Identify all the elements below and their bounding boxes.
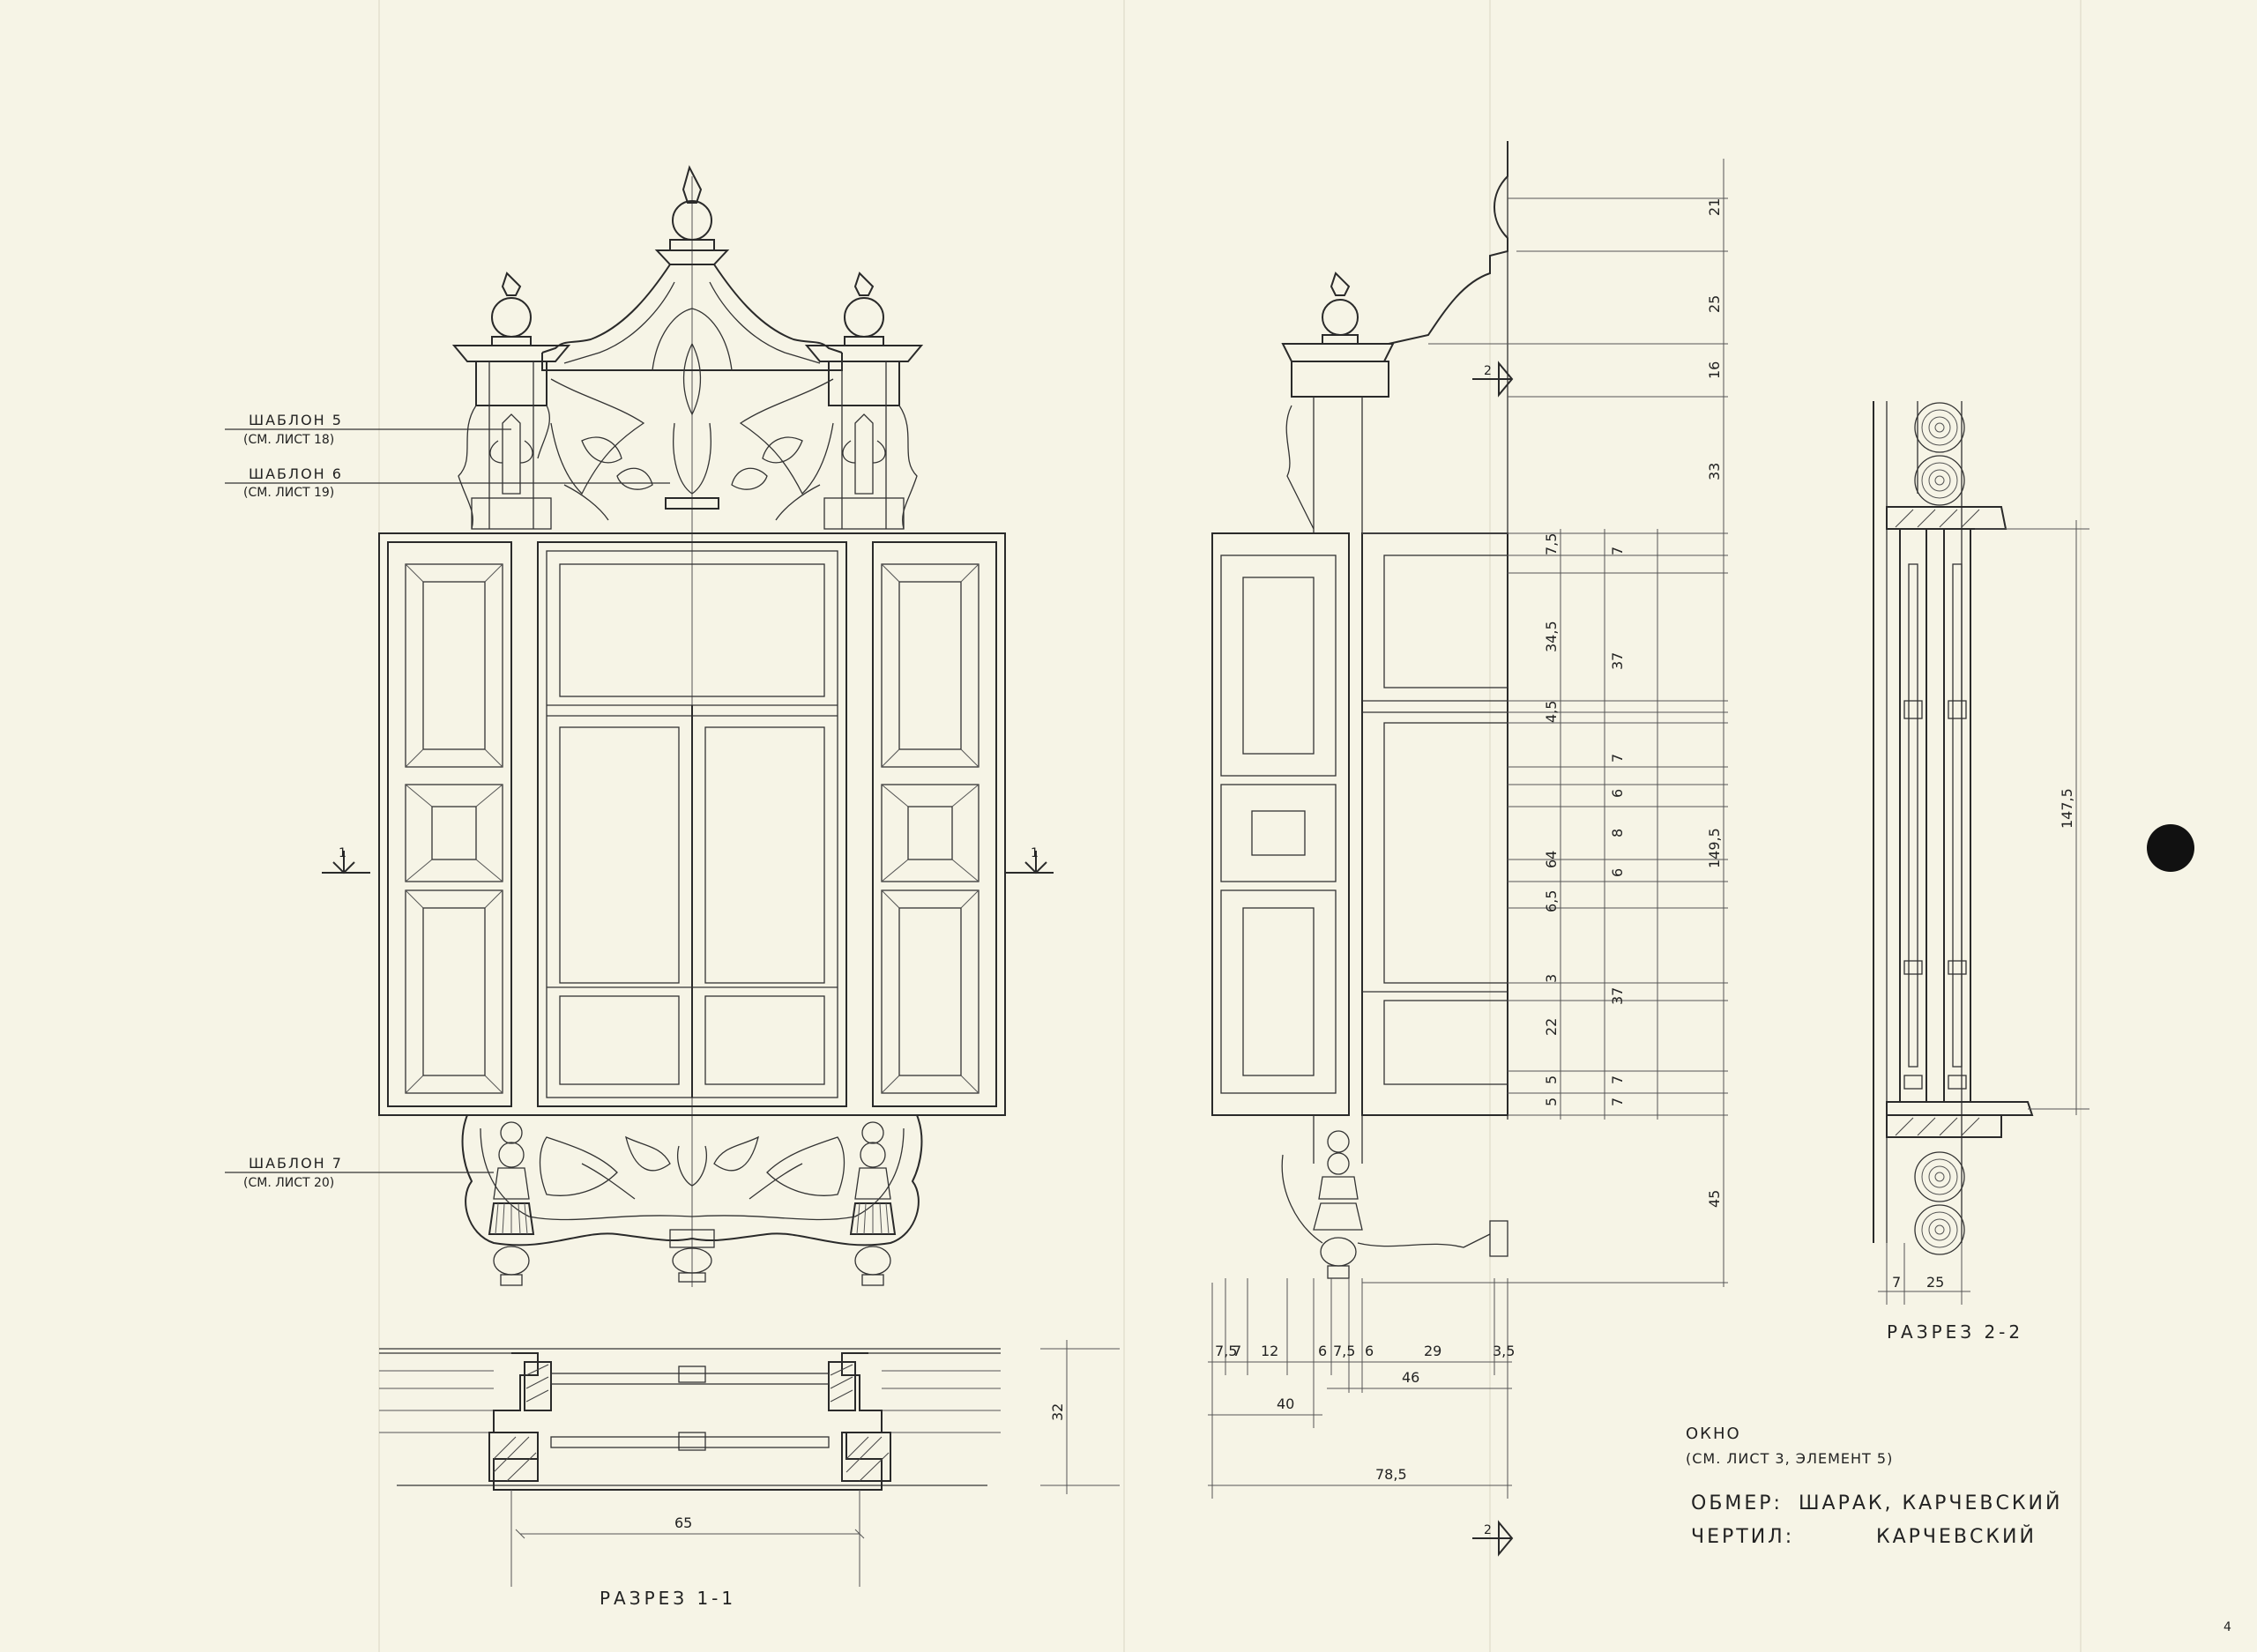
window-sash [537, 541, 847, 1107]
bottom-dim-1: 7,5 [1215, 1343, 1237, 1359]
front-elevation [225, 165, 1054, 1287]
binder-hole [2147, 824, 2194, 872]
template-6-title: ШАБЛОН 6 [249, 465, 343, 482]
inner-dims-b-label: 6 [1609, 868, 1626, 877]
inner-dims-b-label: 37 [1609, 987, 1626, 1005]
right-shutter [872, 541, 997, 1107]
drawn-name: КАРЧЕВСКИЙ [1876, 1525, 2037, 1548]
template-7-ref: (СМ. ЛИСТ 20) [243, 1176, 334, 1190]
bottom-dim-2: 7 [1233, 1343, 1241, 1359]
corner-mark: 4 [2223, 1620, 2231, 1634]
section-mark-side-top: 2 [1484, 364, 1492, 378]
title-block-ref: (СМ. ЛИСТ 3, ЭЛЕМЕНТ 5) [1686, 1450, 1893, 1467]
outer-dims-label: 149,5 [1706, 828, 1723, 868]
section22-b-dim: 25 [1926, 1274, 1944, 1291]
inner-dims-b-label: 8 [1609, 829, 1626, 837]
section-mark-side-bottom: 2 [1484, 1523, 1492, 1537]
bottom-dim-5: 7,5 [1333, 1343, 1355, 1359]
outer-dims-label: 45 [1706, 1190, 1723, 1208]
left-shutter [387, 541, 512, 1107]
inner-dim-labels-a: 7,5 34,5 4,5 64 6,5 3 22 5 5 [1543, 533, 1560, 1106]
inner-dims-b-label: 7 [1609, 1098, 1626, 1106]
outer-dims-label: 33 [1706, 463, 1723, 480]
section22-height-dim: 147,5 [2059, 788, 2075, 829]
bottom-dim-40: 40 [1277, 1395, 1294, 1412]
bottom-dim-46: 46 [1402, 1369, 1419, 1386]
section-1-1-plan [379, 1340, 1120, 1587]
drawn-label: ЧЕРТИЛ: [1691, 1526, 1794, 1548]
window-outer-frame [378, 532, 1006, 1116]
inner-dims-b-label: 6 [1609, 789, 1626, 798]
title-block-name: ОКНО [1686, 1425, 1741, 1443]
outer-dims-label: 25 [1706, 295, 1723, 313]
section-2-2-title: РАЗРЕЗ 2-2 [1887, 1321, 2023, 1343]
survey-label: ОБМЕР: [1691, 1492, 1783, 1514]
template-7-title: ШАБЛОН 7 [249, 1155, 343, 1172]
inner-tick-lines [1508, 554, 1728, 1094]
inner-dims-a-label: 5 [1543, 1098, 1560, 1106]
inner-dims-b-label: 37 [1609, 652, 1626, 670]
left-pilaster [451, 272, 571, 530]
inner-dims-a-label: 6,5 [1543, 890, 1560, 912]
section11-depth-dim: 32 [1049, 1403, 1066, 1421]
inner-dims-a-label: 5 [1543, 1075, 1560, 1084]
bottom-dim-78-5: 78,5 [1375, 1466, 1407, 1483]
inner-dims-a-label: 34,5 [1543, 621, 1560, 652]
template-5-ref: (СМ. ЛИСТ 18) [243, 433, 334, 447]
inner-dims-a-label: 64 [1543, 851, 1560, 868]
section11-width-dim: 65 [674, 1514, 692, 1531]
inner-dim-labels-b: 7 37 7 6 8 6 37 7 7 [1609, 547, 1626, 1106]
survey-names: ШАРАК, КАРЧЕВСКИЙ [1799, 1492, 2062, 1514]
upper-fretwork [550, 378, 834, 521]
section-mark-right: 1 [1031, 846, 1039, 860]
inner-dims-a-label: 3 [1543, 974, 1560, 983]
side-elevation [1208, 141, 1728, 1557]
outer-dims-label: 16 [1706, 361, 1723, 379]
inner-dims-a-label: 7,5 [1543, 533, 1560, 555]
bottom-dim-8: 3,5 [1493, 1343, 1515, 1359]
section-mark-left: 1 [339, 846, 346, 860]
lower-fretwork [461, 1114, 923, 1286]
inner-dims-a-label: 22 [1543, 1018, 1560, 1036]
section22-a-dim: 7 [1892, 1274, 1901, 1291]
section-1-markers [322, 851, 1054, 874]
right-pilaster [804, 272, 924, 530]
inner-dims-b-label: 7 [1609, 547, 1626, 555]
inner-dims-a-label: 4,5 [1543, 701, 1560, 723]
template-6-ref: (СМ. ЛИСТ 19) [243, 486, 334, 500]
outer-dim-labels: 21 25 16 33 149,5 45 [1706, 198, 1723, 1208]
bottom-dim-4: 6 [1318, 1343, 1327, 1359]
bottom-dim-6: 6 [1365, 1343, 1374, 1359]
section-1-1-title: РАЗРЕЗ 1-1 [600, 1588, 736, 1609]
bottom-dim-3: 12 [1261, 1343, 1278, 1359]
bottom-dim-7: 29 [1424, 1343, 1441, 1359]
template-5-title: ШАБЛОН 5 [249, 412, 343, 428]
inner-dims-b-label: 7 [1609, 754, 1626, 763]
outer-dims-label: 21 [1706, 198, 1723, 216]
inner-dims-b-label: 7 [1609, 1075, 1626, 1084]
section-2-2 [1873, 401, 2089, 1305]
